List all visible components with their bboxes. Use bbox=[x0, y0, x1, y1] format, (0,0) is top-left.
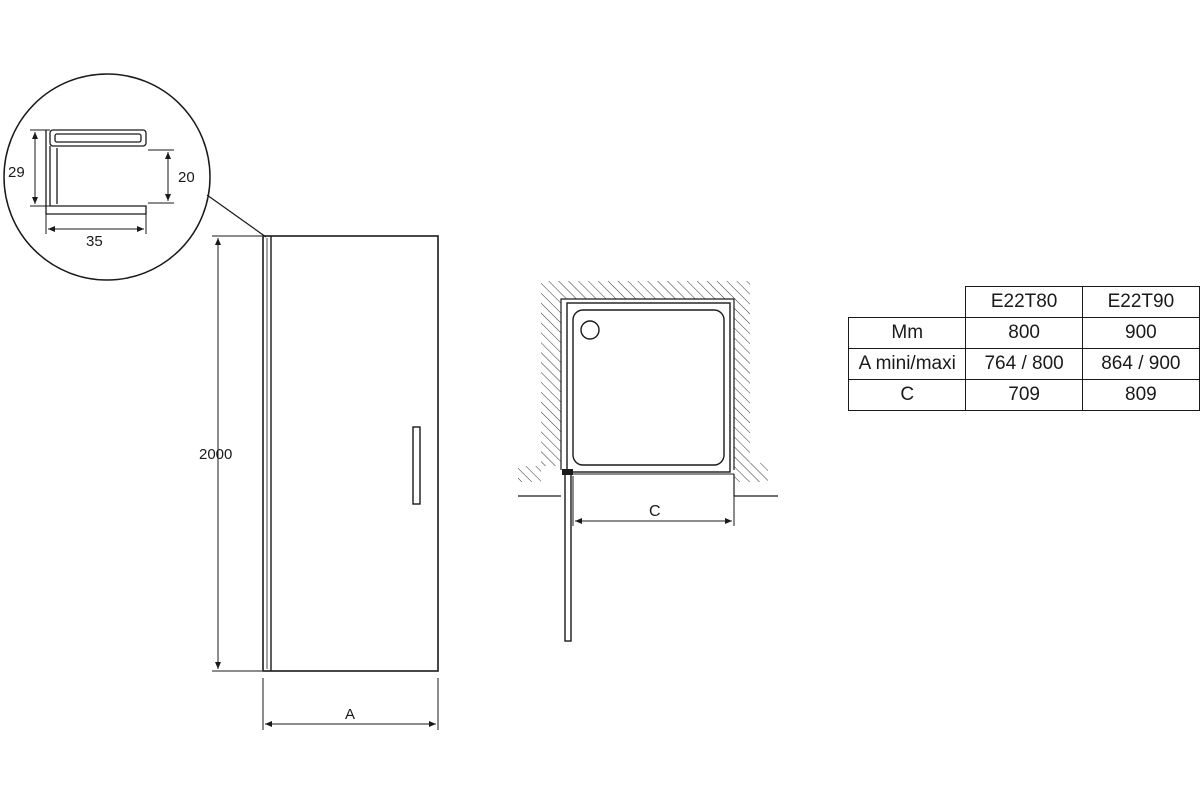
spec-cell: 809 bbox=[1081, 379, 1200, 411]
dim-20-label: 20 bbox=[178, 169, 195, 186]
spec-row: A mini/maxi 764 / 800 864 / 900 bbox=[847, 348, 1200, 380]
spec-cell: 709 bbox=[965, 379, 1083, 411]
detail-leader-line bbox=[206, 194, 267, 238]
dim-a-label: A bbox=[345, 706, 355, 723]
shower-tray-basin bbox=[572, 309, 725, 466]
fixed-glass-panel bbox=[564, 470, 572, 642]
dim-29-label: 29 bbox=[8, 164, 25, 181]
spec-cell: 900 bbox=[1081, 317, 1200, 349]
spec-cell: 800 bbox=[965, 317, 1083, 349]
front-elevation: 2000 A bbox=[199, 235, 439, 730]
plan-view: C bbox=[518, 281, 778, 642]
spec-header-empty bbox=[848, 286, 967, 318]
spec-header-row: E22T80 E22T90 bbox=[848, 286, 1200, 318]
spec-row-label: C bbox=[847, 379, 967, 411]
dim-2000-label: 2000 bbox=[199, 446, 232, 463]
spec-row: C 709 809 bbox=[847, 379, 1200, 411]
spec-header-e22t90: E22T90 bbox=[1081, 286, 1200, 318]
dim-35-label: 35 bbox=[86, 233, 103, 250]
door-panel bbox=[262, 235, 439, 672]
dim-c-label: C bbox=[649, 503, 661, 520]
wall-hatch bbox=[518, 281, 768, 482]
spec-table: E22T80 E22T90 Mm 800 900 A mini/maxi 764… bbox=[847, 286, 1200, 411]
wall-outline bbox=[518, 298, 778, 497]
shower-tray bbox=[566, 302, 731, 473]
spec-cell: 764 / 800 bbox=[965, 348, 1083, 380]
wall-profile-plan bbox=[562, 469, 573, 475]
spec-header-e22t80: E22T80 bbox=[965, 286, 1083, 318]
door-handle bbox=[412, 426, 421, 505]
spec-row-label: Mm bbox=[847, 317, 967, 349]
drain-icon bbox=[580, 320, 600, 340]
profile-detail: 29 20 35 bbox=[3, 73, 267, 281]
spec-row: Mm 800 900 bbox=[847, 317, 1200, 349]
profile-section bbox=[45, 129, 147, 215]
spec-cell: 864 / 900 bbox=[1081, 348, 1200, 380]
spec-row-label: A mini/maxi bbox=[847, 348, 967, 380]
